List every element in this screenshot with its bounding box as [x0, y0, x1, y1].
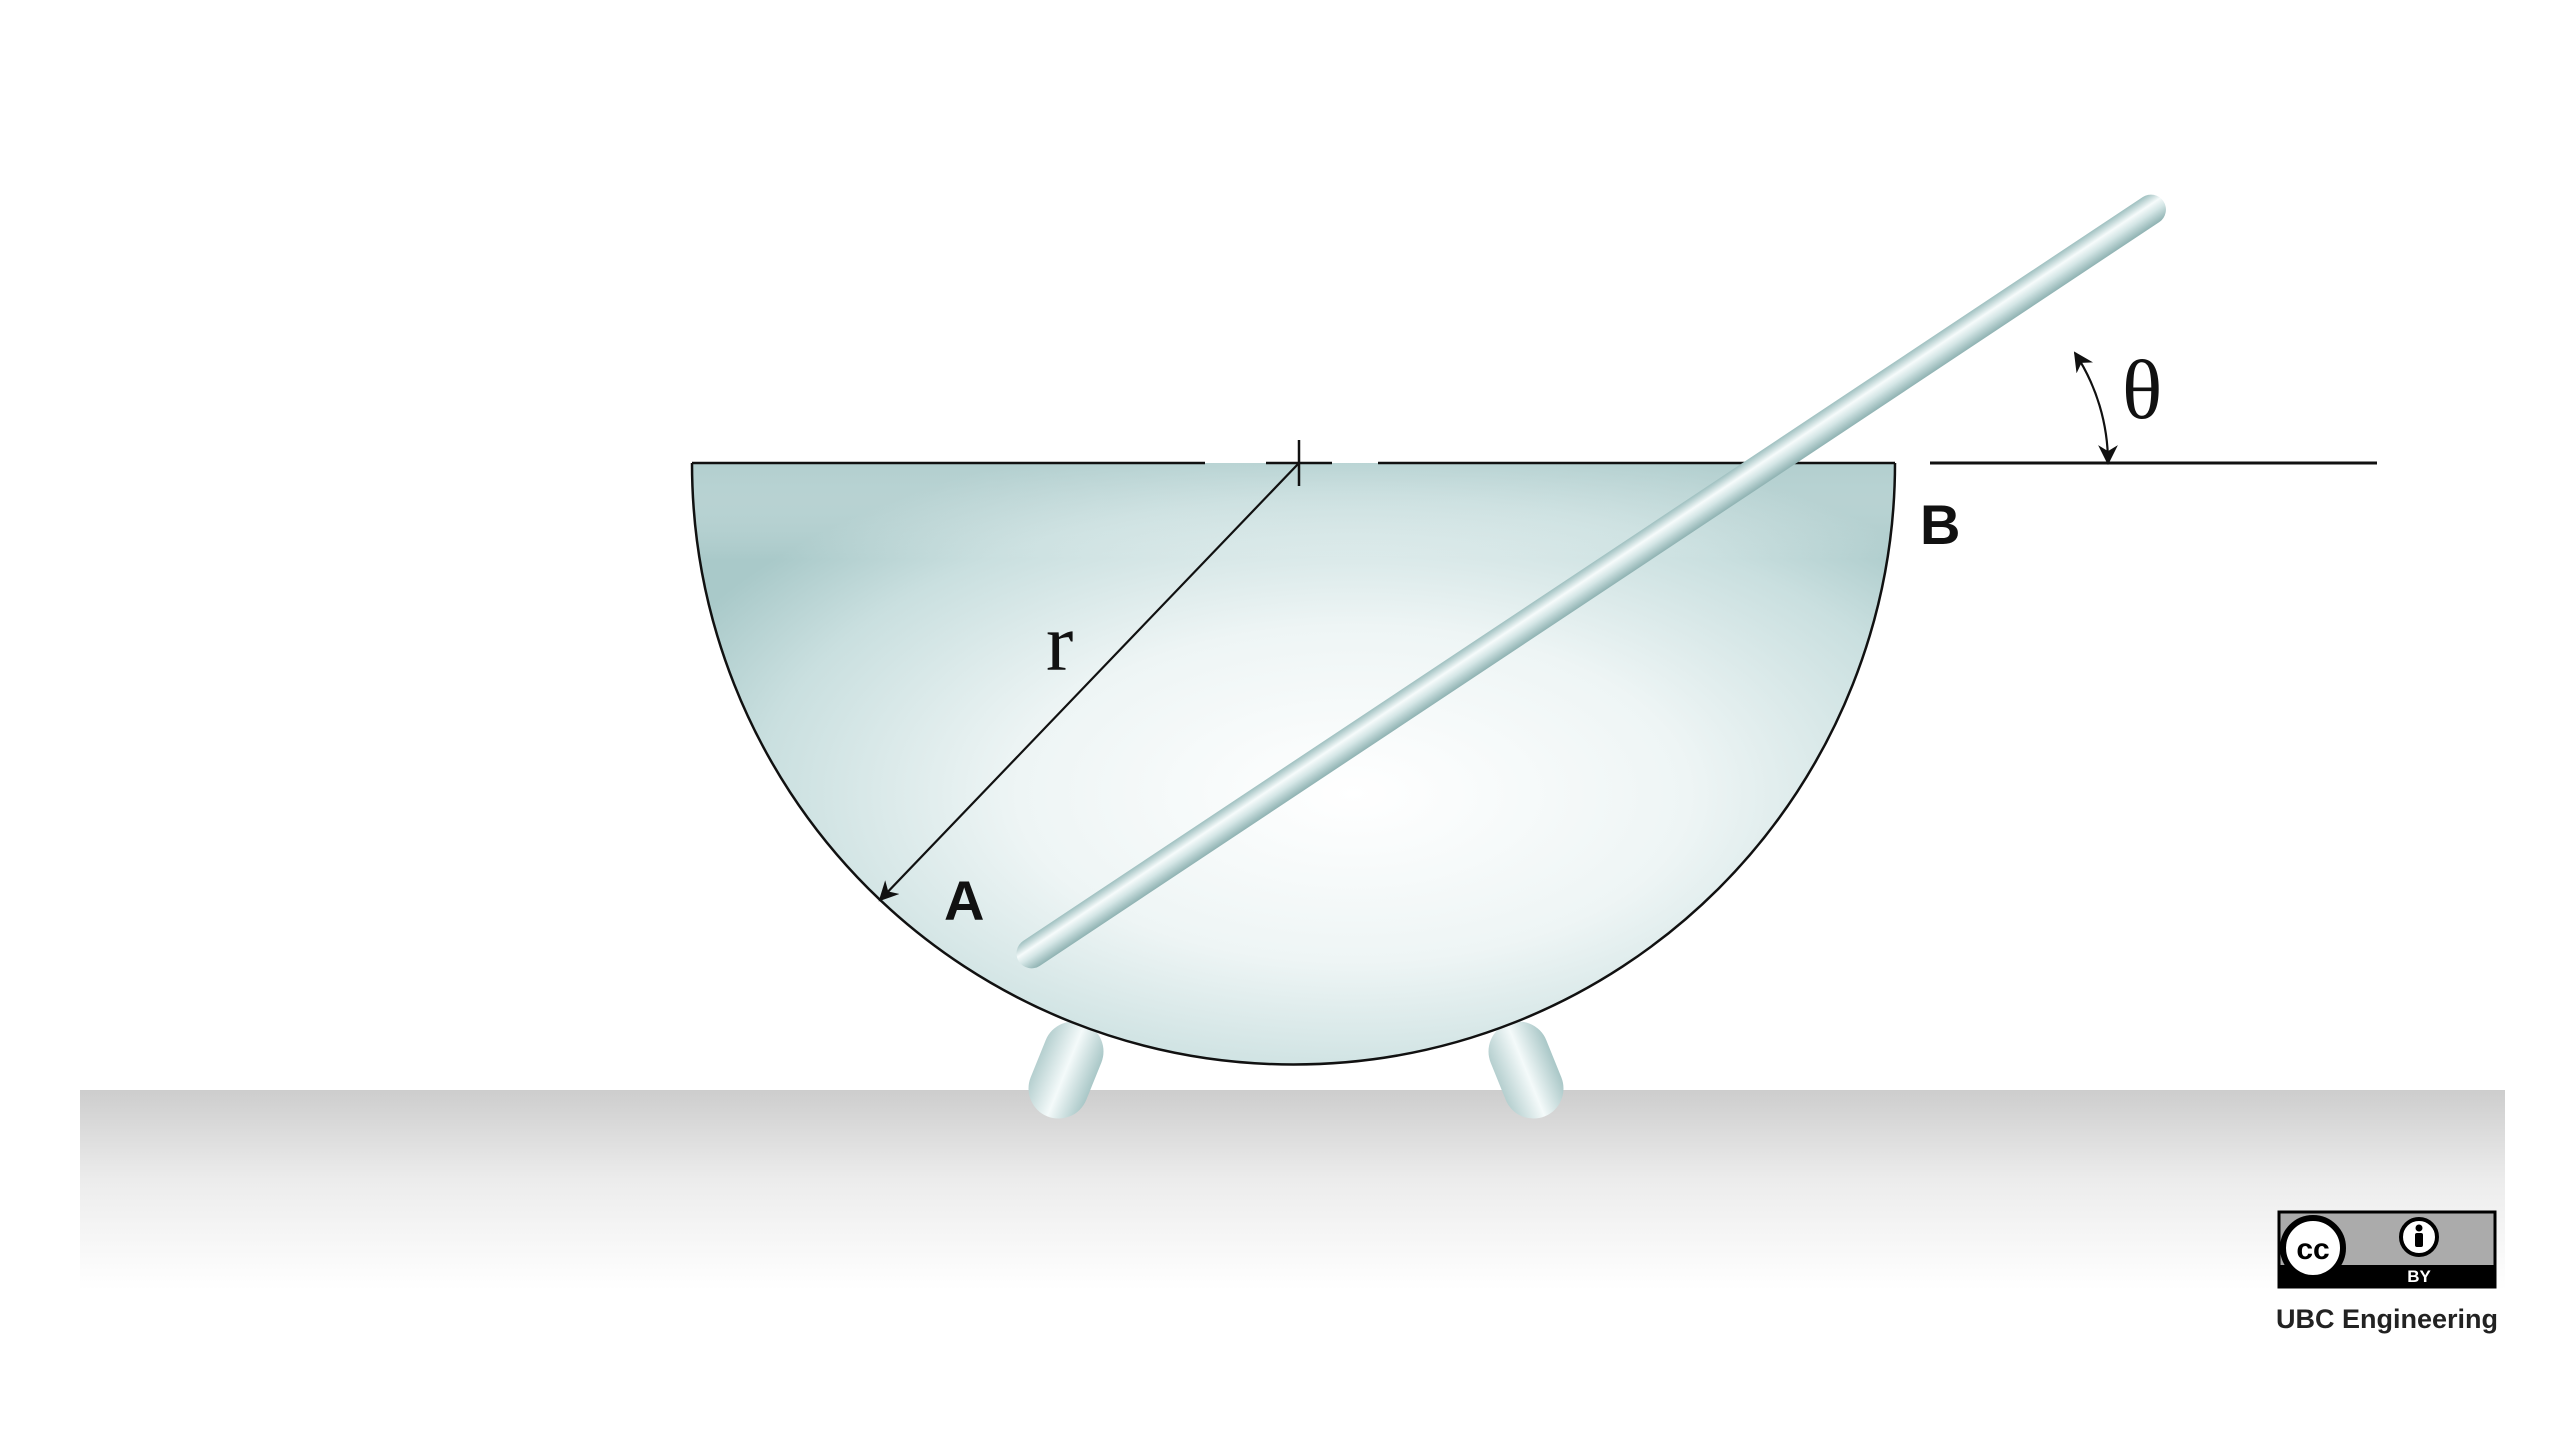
label-point-a: A	[944, 869, 984, 932]
ground-surface	[80, 1090, 2505, 1290]
attribution-person-icon	[2399, 1217, 2439, 1257]
credit-text: UBC Engineering	[2276, 1304, 2498, 1334]
cc-icon-text: cc	[2296, 1233, 2329, 1266]
bowl-leg-right	[1488, 1021, 1564, 1119]
bowl-leg-left	[1028, 1021, 1104, 1119]
radius-arrow	[878, 462, 1300, 902]
label-angle-theta: θ	[2122, 344, 2162, 437]
cc-icon	[2280, 1215, 2346, 1281]
label-radius: r	[1046, 597, 1073, 688]
rod	[1016, 194, 2166, 969]
angle-theta-arc	[2073, 351, 2118, 465]
label-point-b: B	[1920, 493, 1960, 556]
cc-by-license-badge: cc BY	[2277, 1210, 2497, 1289]
by-text: BY	[2407, 1267, 2431, 1286]
bowl-rim-shade	[692, 463, 1895, 560]
bowl-outline	[690, 462, 1897, 1066]
